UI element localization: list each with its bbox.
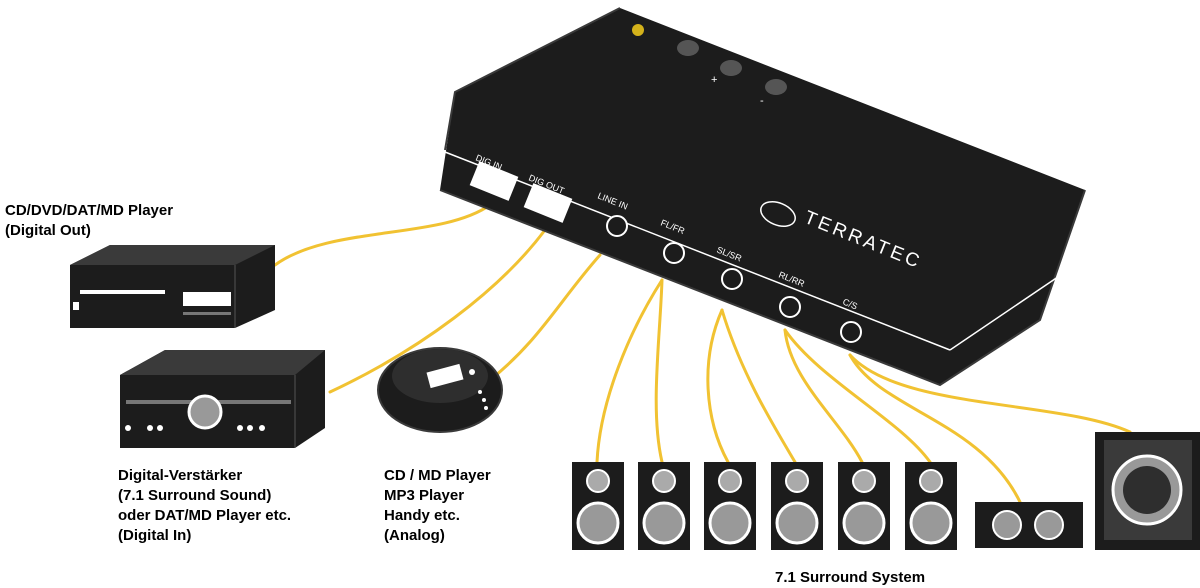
portable-player-device <box>377 347 503 433</box>
volume-down-button[interactable] <box>765 79 787 95</box>
amplifier-device <box>120 350 325 448</box>
subwoofer <box>1095 432 1200 550</box>
fl-fr-jack[interactable] <box>663 242 685 264</box>
cable-sl-2 <box>720 308 797 464</box>
cable-cs-1 <box>848 353 1022 504</box>
cable-sl-1 <box>706 308 730 464</box>
power-switch-icon <box>73 302 79 310</box>
speaker-5 <box>838 462 890 550</box>
display-panel-icon <box>183 292 231 306</box>
power-led-icon <box>632 24 644 36</box>
minus-label: - <box>760 95 764 107</box>
cable-dig-in <box>273 203 492 267</box>
cable-rl-1 <box>783 328 864 464</box>
dig-out-port[interactable] <box>523 183 573 223</box>
speaker-1 <box>572 462 624 550</box>
cables <box>273 203 1132 504</box>
dig-in-port[interactable] <box>469 161 519 201</box>
cable-fl-1 <box>595 278 664 464</box>
cable-dig-out <box>328 228 547 394</box>
screen-icon <box>426 363 464 389</box>
amplifier-caption: Digital-Verstärker (7.1 Surround Sound) … <box>118 467 292 544</box>
terratec-sound-box: + - DIG IN DIG OUT LINE IN FL/FR SL/SR R… <box>439 7 1086 387</box>
speaker-4 <box>771 462 823 550</box>
disc-tray-icon <box>80 290 165 294</box>
volume-up-button[interactable] <box>720 60 742 76</box>
volume-knob-icon <box>187 394 223 430</box>
portable-player-caption: CD / MD Player MP3 Player Handy etc. (An… <box>384 467 491 544</box>
cd-player-device <box>70 245 275 328</box>
rl-rr-jack[interactable] <box>779 296 801 318</box>
speaker-3 <box>704 462 756 550</box>
cable-fl-2 <box>654 278 664 464</box>
line-in-jack[interactable] <box>606 215 628 237</box>
cable-line-in <box>488 253 602 382</box>
plus-label: + <box>711 74 717 86</box>
cd-player-caption: CD/DVD/DAT/MD Player (Digital Out) <box>5 202 174 239</box>
center-speaker <box>975 502 1083 548</box>
cable-cs-2 <box>848 353 1132 434</box>
sl-sr-jack[interactable] <box>721 268 743 290</box>
mute-button[interactable] <box>677 40 699 56</box>
terratec-logo-icon <box>760 201 796 227</box>
surround-speakers <box>572 432 1200 550</box>
speaker-6 <box>905 462 957 550</box>
surround-system-caption: 7.1 Surround System <box>775 569 926 586</box>
cable-rl-2 <box>783 328 932 464</box>
speaker-2 <box>638 462 690 550</box>
cs-jack[interactable] <box>840 321 862 343</box>
